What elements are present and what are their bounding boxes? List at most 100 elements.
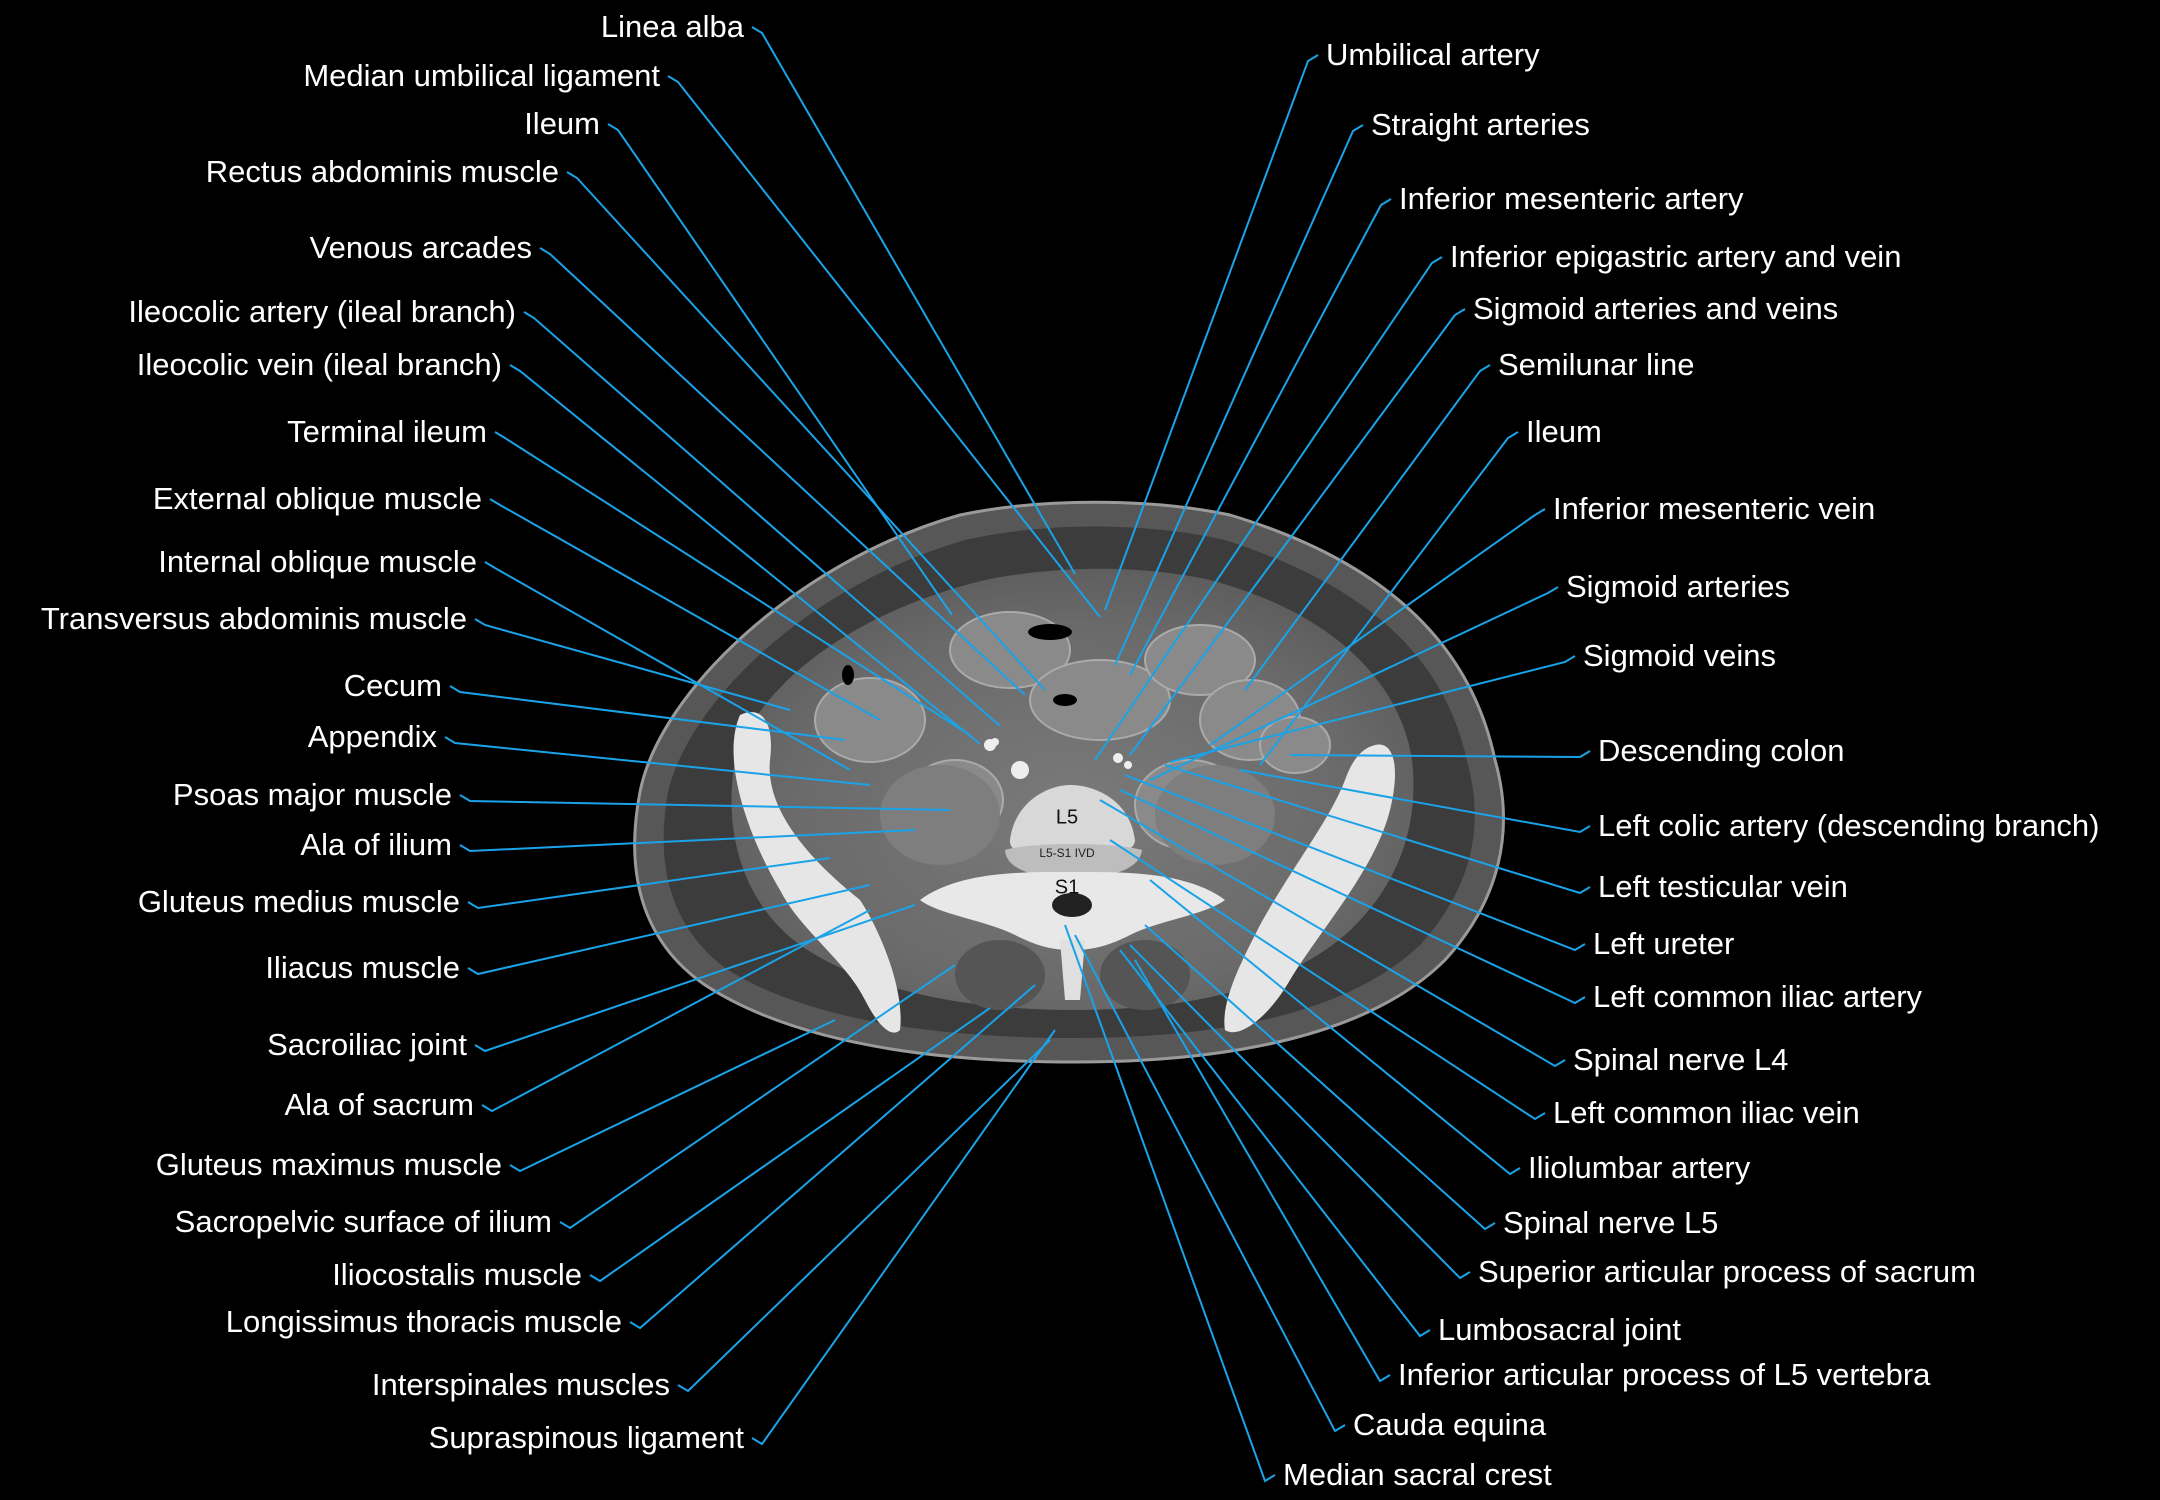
label-left-interspinales-muscles: Interspinales muscles [371, 1367, 670, 1402]
label-right-inferior-mesenteric-vein: Inferior mesenteric vein [1553, 491, 1876, 526]
label-right-umbilical-artery: Umbilical artery [1326, 37, 1540, 72]
leader-right-descending-colon [1289, 750, 1591, 759]
label-right-sigmoid-veins: Sigmoid veins [1583, 638, 1776, 673]
leader-right-left-common-iliac-vein [1109, 839, 1546, 1121]
leader-left-ileocolic-vein-ileal-branch [509, 364, 981, 745]
right-psoas [880, 765, 1000, 865]
label-left-iliocostalis-muscle: Iliocostalis muscle [332, 1257, 582, 1292]
label-left-longissimus-thoracis-muscle: Longissimus thoracis muscle [225, 1304, 622, 1339]
label-right-left-colic-artery-descending-branch: Left colic artery (descending branch) [1598, 808, 2100, 843]
label-right-left-ureter: Left ureter [1593, 926, 1735, 961]
label-right-inferior-epigastric-artery-and-vein: Inferior epigastric artery and vein [1450, 239, 1902, 274]
leader-right-spinal-nerve-l5 [1144, 924, 1496, 1231]
leader-right-median-sacral-crest [1064, 924, 1276, 1483]
leader-left-ala-of-sacrum [481, 909, 871, 1113]
label-right-semilunar-line: Semilunar line [1498, 347, 1695, 382]
leader-right-spinal-nerve-l4 [1099, 799, 1566, 1068]
label-left-terminal-ileum: Terminal ileum [287, 414, 487, 449]
label-left-appendix: Appendix [307, 719, 437, 754]
label-left-ileocolic-vein-ileal-branch: Ileocolic vein (ileal branch) [136, 347, 502, 382]
leader-left-sacropelvic-surface-of-ilium [559, 964, 956, 1230]
leader-left-gluteus-maximus-muscle [509, 1019, 836, 1173]
label-right-sigmoid-arteries: Sigmoid arteries [1566, 569, 1790, 604]
leader-left-linea-alba [751, 26, 1076, 575]
label-right-spinal-nerve-l4: Spinal nerve L4 [1573, 1042, 1789, 1077]
label-left-psoas-major-muscle: Psoas major muscle [172, 777, 452, 812]
label-left-iliacus-muscle: Iliacus muscle [265, 950, 460, 985]
label-left-ala-of-ilium: Ala of ilium [300, 827, 452, 862]
l5-label: L5 [1055, 806, 1079, 829]
left-iliac-wing [1224, 744, 1395, 1033]
label-right-superior-articular-process-of-sacrum: Superior articular process of sacrum [1478, 1254, 1976, 1289]
label-right-left-testicular-vein: Left testicular vein [1598, 869, 1848, 904]
label-left-median-umbilical-ligament: Median umbilical ligament [303, 58, 660, 93]
right-iliac-wing [733, 712, 901, 1033]
label-left-gluteus-medius-muscle: Gluteus medius muscle [137, 884, 460, 919]
leader-right-sigmoid-arteries [1149, 586, 1559, 781]
label-left-ileocolic-artery-ileal-branch: Ileocolic artery (ileal branch) [128, 294, 516, 329]
leader-right-straight-arteries [1114, 124, 1364, 666]
leader-left-psoas-major-muscle [459, 794, 951, 811]
leader-right-left-ureter [1124, 774, 1586, 952]
label-left-supraspinous-ligament: Supraspinous ligament [428, 1420, 744, 1455]
leader-left-cecum [449, 685, 846, 741]
leader-left-iliocostalis-muscle [589, 1007, 991, 1283]
leader-right-sigmoid-veins [1169, 655, 1576, 763]
leader-right-sigmoid-arteries-and-veins [1129, 308, 1466, 756]
label-left-sacropelvic-surface-of-ilium: Sacropelvic surface of ilium [174, 1204, 552, 1239]
label-left-venous-arcades: Venous arcades [309, 230, 532, 265]
label-right-lumbosacral-joint: Lumbosacral joint [1438, 1312, 1681, 1347]
label-left-cecum: Cecum [343, 668, 442, 703]
label-left-ala-of-sacrum: Ala of sacrum [284, 1087, 474, 1122]
leader-left-longissimus-thoracis-muscle [629, 984, 1036, 1330]
label-right-left-common-iliac-artery: Left common iliac artery [1593, 979, 1923, 1014]
label-right-left-common-iliac-vein: Left common iliac vein [1553, 1095, 1860, 1130]
leader-left-rectus-abdominis-muscle [566, 171, 1046, 691]
label-right-median-sacral-crest: Median sacral crest [1283, 1457, 1552, 1492]
label-right-inferior-articular-process-of-l5-vertebra: Inferior articular process of L5 vertebr… [1398, 1357, 1931, 1392]
leader-left-median-umbilical-ligament [667, 75, 1101, 618]
leader-left-iliacus-muscle [467, 884, 871, 976]
leader-left-transversus-abdominis-muscle [474, 618, 791, 711]
paraspinal-left [1100, 940, 1190, 1010]
leader-right-left-testicular-vein [1164, 764, 1591, 895]
leader-left-external-oblique-muscle [489, 498, 881, 721]
label-left-transversus-abdominis-muscle: Transversus abdominis muscle [40, 601, 467, 636]
leader-right-semilunar-line [1244, 364, 1491, 691]
leader-lines [444, 26, 1591, 1483]
label-right-straight-arteries: Straight arteries [1371, 107, 1590, 142]
leader-left-sacroiliac-joint [474, 904, 916, 1053]
leader-right-inferior-articular-process-of-l5-vertebra [1134, 959, 1391, 1383]
label-right-iliolumbar-artery: Iliolumbar artery [1528, 1150, 1751, 1185]
leader-left-ileum [607, 123, 953, 616]
spinal-canal [1052, 893, 1092, 917]
leader-right-ileum [1259, 431, 1519, 766]
leader-left-internal-oblique-muscle [484, 561, 851, 771]
leader-left-interspinales-muscles [677, 1039, 1051, 1393]
leader-right-inferior-epigastric-artery-and-vein [1094, 256, 1443, 761]
l5-s1-ivd [1005, 844, 1142, 878]
leader-right-left-common-iliac-artery [1119, 789, 1586, 1005]
leader-right-inferior-mesenteric-artery [1129, 198, 1392, 676]
label-left-internal-oblique-muscle: Internal oblique muscle [158, 544, 477, 579]
label-left-linea-alba: Linea alba [600, 9, 744, 44]
label-left-sacroiliac-joint: Sacroiliac joint [267, 1027, 467, 1062]
label-left-external-oblique-muscle: External oblique muscle [152, 481, 482, 516]
leader-right-left-colic-artery-descending-branch [1239, 769, 1591, 834]
leader-left-venous-arcades [539, 247, 1026, 696]
leader-right-inferior-mesenteric-vein [1209, 508, 1546, 746]
label-left-ileum: Ileum [524, 106, 600, 141]
leader-right-iliolumbar-artery [1149, 879, 1521, 1176]
label-right-cauda-equina: Cauda equina [1353, 1407, 1547, 1442]
leader-left-ala-of-ilium [459, 829, 916, 853]
label-left-rectus-abdominis-muscle: Rectus abdominis muscle [205, 154, 559, 189]
spinous-process [1060, 940, 1085, 1000]
leader-right-lumbosacral-joint [1119, 949, 1431, 1338]
leader-left-supraspinous-ligament [751, 1029, 1056, 1446]
ivd-label: L5-S1 IVD [1039, 846, 1095, 860]
leader-left-gluteus-medius-muscle [467, 857, 831, 910]
leader-left-appendix [444, 736, 871, 786]
leader-right-cauda-equina [1074, 934, 1346, 1433]
